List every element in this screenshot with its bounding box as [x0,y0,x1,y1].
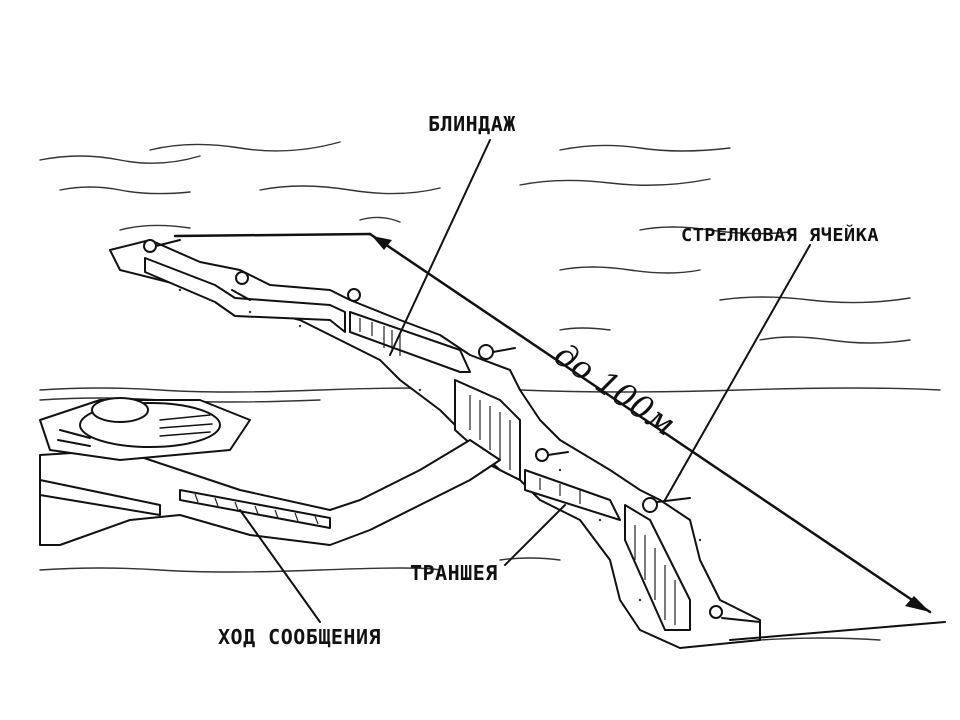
soldier-figure [535,448,569,462]
dugout-label: БЛИНДАЖ [428,112,516,136]
leader-lines [239,139,811,623]
main-trench [109,239,761,649]
dugout-leader-line [389,139,491,356]
trench-leader-line [504,504,566,566]
arrowhead-bottom-icon [905,596,930,612]
soldier-figure [143,239,181,253]
arrowhead-top-icon [372,236,392,250]
soldier-figure [642,497,691,513]
soldier-figure [709,605,761,623]
trench-label: ТРАНШЕЯ [410,561,498,585]
soldier-figure [347,288,361,302]
distance-label: до 100м [548,335,683,443]
rifle-cell-leader-line [664,244,811,501]
armored-vehicle [39,397,251,461]
communication-passage [39,439,501,546]
rifle-cell-label: СТРЕЛКОВАЯ ЯЧЕЙКА [681,224,879,246]
passage-leader-line [239,509,321,623]
soldier-figure [231,271,251,301]
communication-passage-label: ХОД СООБЩЕНИЯ [218,625,381,649]
soldier-figures [143,239,761,623]
soldier-figure [478,344,516,360]
